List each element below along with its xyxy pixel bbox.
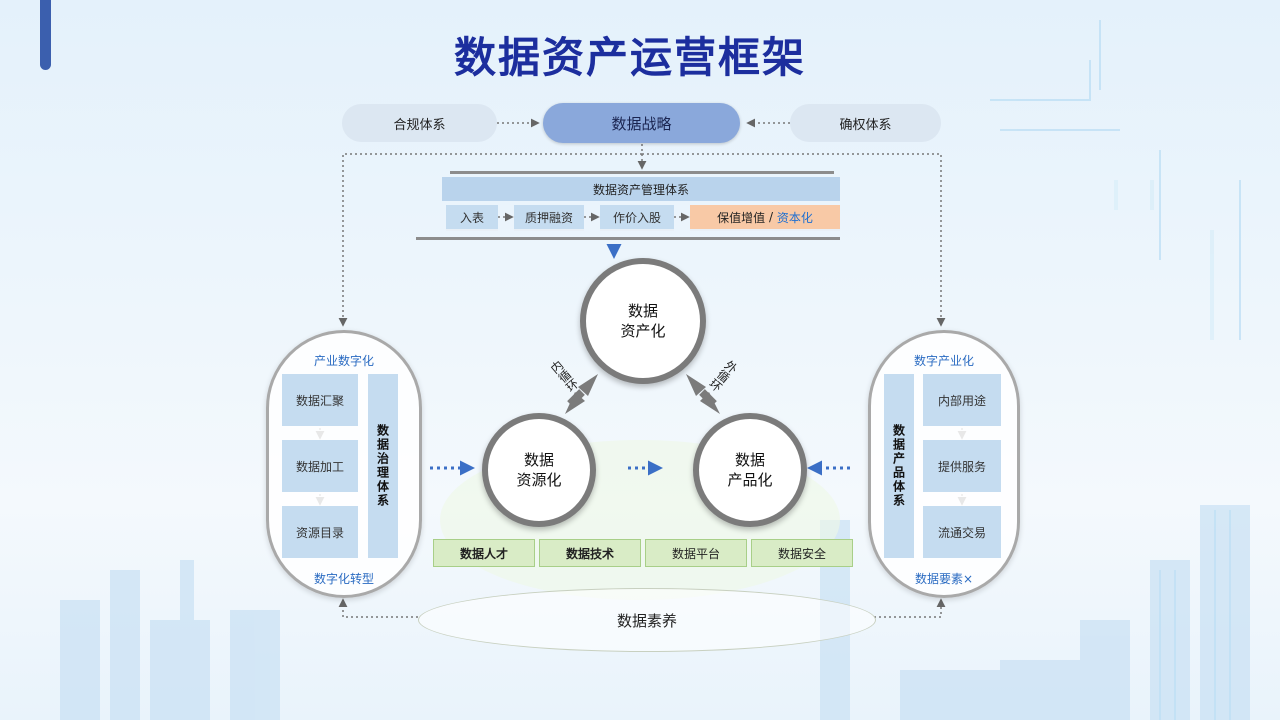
box-data-aggregation: 数据汇聚 — [282, 374, 358, 426]
data-strategy-pill[interactable]: 数据战略 — [543, 103, 740, 143]
foundation-security: 数据安全 — [751, 539, 853, 567]
right-panel-top-label: 数字产业化 — [913, 354, 974, 368]
box-circulation-trade: 流通交易 — [923, 506, 1001, 558]
step-recognition: 入表 — [446, 205, 498, 231]
box-provide-service: 提供服务 — [923, 440, 1001, 492]
step-pledge-financing: 质押融资 — [514, 205, 584, 231]
data-literacy-base: 数据素养 — [418, 588, 876, 652]
compliance-system-pill: 合规体系 — [342, 104, 497, 142]
box-governance-system: 数据治理体系 — [368, 374, 398, 558]
box-data-processing: 数据加工 — [282, 440, 358, 492]
accent-bar — [40, 0, 51, 70]
step-value-capitalization: 保值增值 / 资本化 — [690, 205, 840, 231]
circle-assetization: 数据 资产化 — [580, 258, 706, 384]
foundation-talent: 数据人才 — [433, 539, 535, 567]
left-panel-top-label: 产业数字化 — [313, 354, 374, 368]
box-resource-catalog: 资源目录 — [282, 506, 358, 558]
box-product-system: 数据产品体系 — [884, 374, 914, 558]
box-internal-use: 内部用途 — [923, 374, 1001, 426]
right-panel-bottom-label: 数据要素× — [914, 572, 974, 586]
asset-management-header: 数据资产管理体系 — [442, 177, 840, 201]
step-separator: / — [768, 210, 774, 224]
circle-resourcization: 数据 资源化 — [482, 413, 596, 527]
step-value-prefix: 保值增值 — [717, 210, 766, 225]
foundation-technology: 数据技术 — [539, 539, 641, 567]
page-title: 数据资产运营框架 — [453, 33, 806, 82]
foundation-platform: 数据平台 — [645, 539, 747, 567]
left-panel-bottom-label: 数字化转型 — [313, 572, 374, 586]
step-capitalization: 资本化 — [776, 210, 813, 225]
step-equity-investment: 作价入股 — [600, 205, 674, 231]
rights-system-pill: 确权体系 — [790, 104, 941, 142]
management-bottom-line — [416, 237, 840, 240]
circle-productization: 数据 产品化 — [693, 413, 807, 527]
management-top-line — [450, 171, 834, 174]
